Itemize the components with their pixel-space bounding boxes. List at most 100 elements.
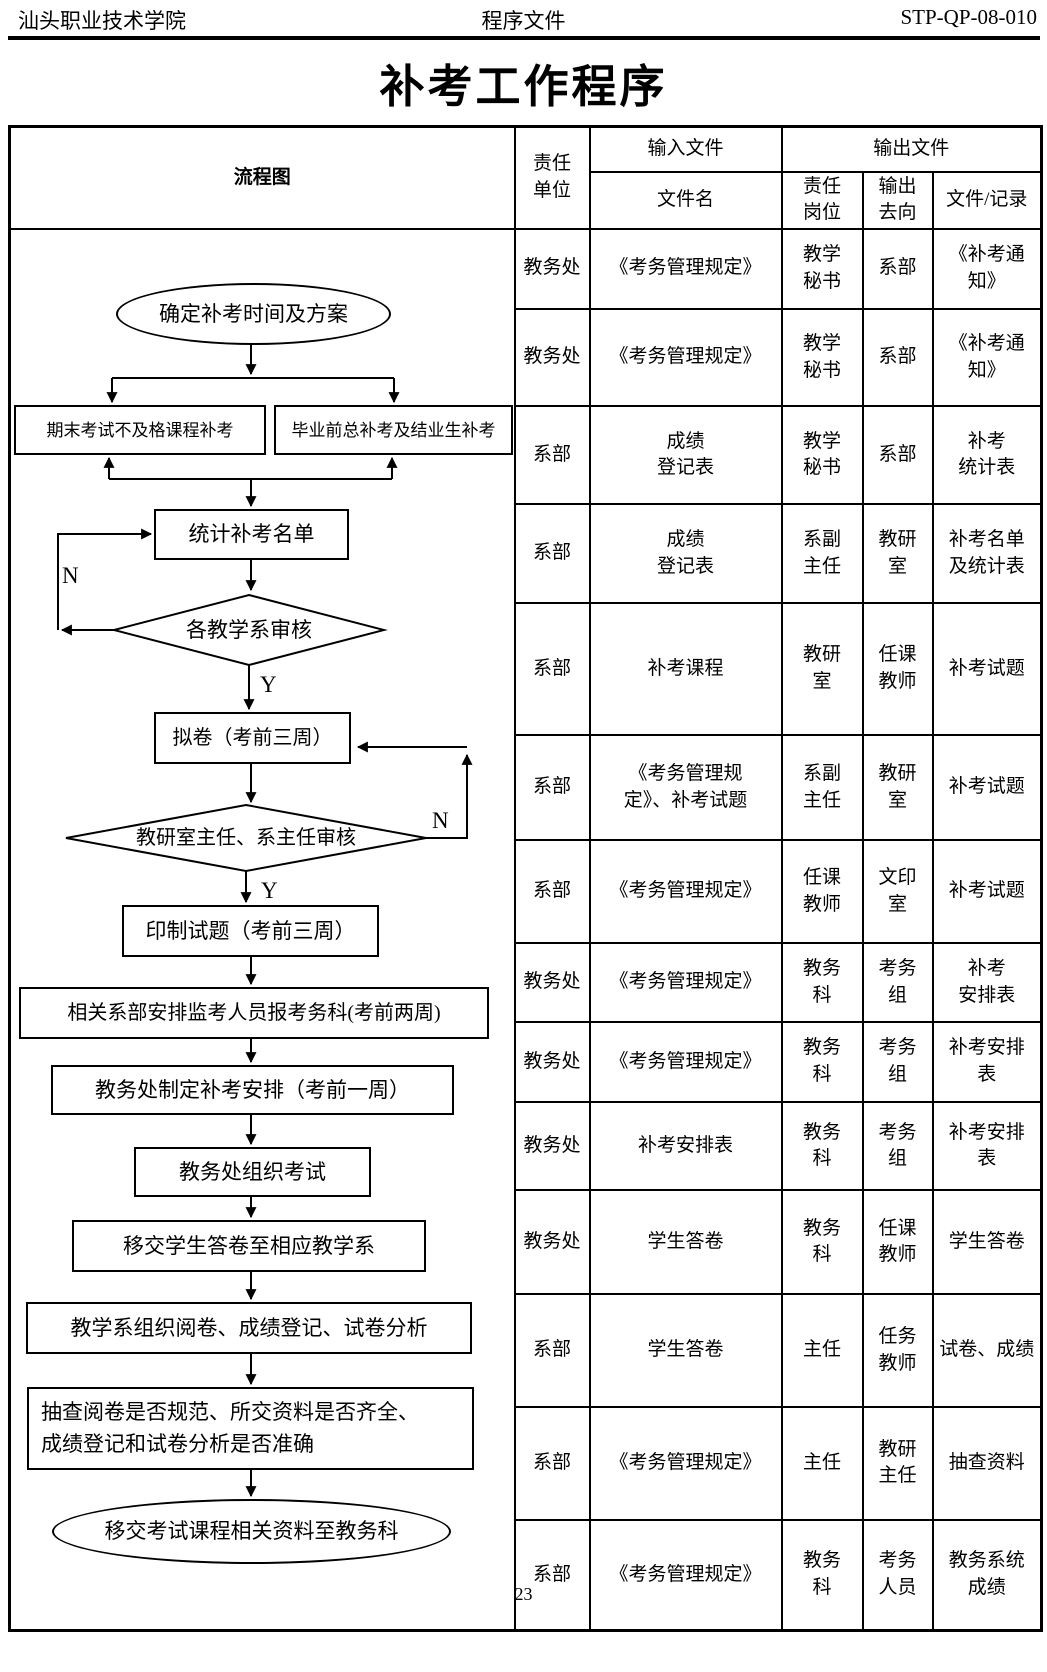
cell-file-record: 补考试题 xyxy=(931,839,1043,944)
cell-responsible-unit: 教务处 xyxy=(513,941,591,1024)
flow-node-organize-exam: 教务处组织考试 xyxy=(134,1147,371,1198)
no-label-1: N xyxy=(62,563,79,589)
flowchart-connectors xyxy=(57,345,473,1498)
cell-file-record: 补考安排 表 xyxy=(931,1101,1043,1192)
cell-responsible-post: 教学 秘书 xyxy=(780,405,864,506)
cell-file-record: 补考 统计表 xyxy=(931,405,1043,506)
cell-input-file: 学生答卷 xyxy=(588,1189,783,1296)
cell-file-record: 补考安排 表 xyxy=(931,1021,1043,1104)
flow-node-draft-paper: 拟卷（考前三周） xyxy=(154,712,351,765)
cell-input-file: 《考务管理规 定》、补考试题 xyxy=(588,734,783,842)
flow-decision-dept-review: 各教学系审核 xyxy=(186,617,312,642)
page-title: 补考工作程序 xyxy=(379,61,668,112)
flow-node-branch-right: 毕业前总补考及结业生补考 xyxy=(274,405,513,456)
cell-responsible-unit: 系部 xyxy=(513,734,591,842)
cell-input-file: 《考务管理规定》 xyxy=(588,1405,783,1522)
cell-output-destination: 系部 xyxy=(861,405,934,506)
cell-input-file: 成绩 登记表 xyxy=(588,405,783,506)
flow-node-spot-check: 抽查阅卷是否规范、所交资料是否齐全、 成绩登记和试卷分析是否准确 xyxy=(27,1387,474,1471)
flow-decision-director-review: 教研室主任、系主任审核 xyxy=(136,827,356,850)
cell-responsible-unit: 系部 xyxy=(513,839,591,944)
cell-file-record: 补考试题 xyxy=(931,734,1043,842)
cell-output-destination: 文印 室 xyxy=(861,839,934,944)
cell-output-destination: 教研 室 xyxy=(861,734,934,842)
cell-input-file: 补考安排表 xyxy=(588,1101,783,1192)
yes-label-1: Y xyxy=(260,672,277,698)
flow-node-print-paper: 印制试题（考前三周） xyxy=(122,905,379,958)
col-header-output-destination: 输出 去向 xyxy=(861,170,934,230)
col-header-file-record: 文件/记录 xyxy=(931,170,1043,230)
cell-file-record: 补考名单 及统计表 xyxy=(931,503,1043,604)
cell-input-file: 《考务管理规定》 xyxy=(588,1021,783,1104)
cell-input-file: 学生答卷 xyxy=(588,1293,783,1408)
cell-input-file: 《考务管理规定》 xyxy=(588,307,783,408)
cell-responsible-post: 教务 科 xyxy=(780,1021,864,1104)
cell-file-record: 补考试题 xyxy=(931,601,1043,737)
flow-node-end: 移交考试课程相关资料至教务科 xyxy=(52,1499,451,1565)
cell-responsible-post: 教务 科 xyxy=(780,941,864,1024)
cell-file-record: 《补考通 知》 xyxy=(931,307,1043,408)
cell-responsible-post: 教学 秘书 xyxy=(780,307,864,408)
cell-responsible-unit: 系部 xyxy=(513,503,591,604)
cell-output-destination: 系部 xyxy=(861,227,934,310)
flow-node-collect-list: 统计补考名单 xyxy=(154,509,349,561)
cell-responsible-post: 主任 xyxy=(780,1293,864,1408)
cell-responsible-unit: 系部 xyxy=(513,1293,591,1408)
cell-responsible-post: 任课 教师 xyxy=(780,839,864,944)
cell-input-file: 《考务管理规定》 xyxy=(588,941,783,1024)
page-number: 23 xyxy=(514,1584,533,1604)
cell-output-destination: 系部 xyxy=(861,307,934,408)
cell-responsible-unit: 系部 xyxy=(513,1519,591,1632)
cell-input-file: 成绩 登记表 xyxy=(588,503,783,604)
cell-output-destination: 考务 组 xyxy=(861,941,934,1024)
cell-output-destination: 考务 组 xyxy=(861,1021,934,1104)
cell-input-file: 补考课程 xyxy=(588,601,783,737)
cell-output-destination: 教研 主任 xyxy=(861,1405,934,1522)
cell-responsible-post: 系副 主任 xyxy=(780,734,864,842)
col-header-file-name: 文件名 xyxy=(588,170,783,230)
flow-node-make-schedule: 教务处制定补考安排（考前一周） xyxy=(51,1065,454,1116)
cell-responsible-post: 教务 科 xyxy=(780,1101,864,1192)
cell-responsible-unit: 教务处 xyxy=(513,1189,591,1296)
document-code: STP-QP-08-010 xyxy=(900,5,1037,29)
cell-output-destination: 任课 教师 xyxy=(861,601,934,737)
cell-input-file: 《考务管理规定》 xyxy=(588,1519,783,1632)
cell-responsible-post: 系副 主任 xyxy=(780,503,864,604)
cell-input-file: 《考务管理规定》 xyxy=(588,227,783,310)
cell-output-destination: 任课 教师 xyxy=(861,1189,934,1296)
cell-responsible-post: 教务 科 xyxy=(780,1519,864,1632)
cell-responsible-unit: 系部 xyxy=(513,1405,591,1522)
cell-file-record: 抽查资料 xyxy=(931,1405,1043,1522)
flow-node-start: 确定补考时间及方案 xyxy=(116,283,391,346)
header-divider xyxy=(8,36,1040,40)
cell-output-destination: 考务 组 xyxy=(861,1101,934,1192)
cell-responsible-unit: 系部 xyxy=(513,405,591,506)
cell-file-record: 补考 安排表 xyxy=(931,941,1043,1024)
cell-responsible-post: 主任 xyxy=(780,1405,864,1522)
yes-label-2: Y xyxy=(261,878,278,904)
flow-node-marking: 教学系组织阅卷、成绩登记、试卷分析 xyxy=(26,1302,472,1355)
cell-file-record: 学生答卷 xyxy=(931,1189,1043,1296)
cell-output-destination: 教研 室 xyxy=(861,503,934,604)
cell-responsible-post: 教务 科 xyxy=(780,1189,864,1296)
cell-file-record: 试卷、成绩 xyxy=(931,1293,1043,1408)
cell-responsible-unit: 教务处 xyxy=(513,227,591,310)
flowchart: 确定补考时间及方案 期末考试不及格课程补考 毕业前总补考及结业生补考 统计补考名… xyxy=(8,227,516,1632)
cell-output-destination: 任务 教师 xyxy=(861,1293,934,1408)
flow-node-transfer-papers: 移交学生答卷至相应教学系 xyxy=(72,1220,426,1273)
col-header-responsible-unit: 责任 单位 xyxy=(513,125,591,230)
cell-file-record: 教务系统 成绩 xyxy=(931,1519,1043,1632)
col-header-responsible-post: 责任 岗位 xyxy=(780,170,864,230)
cell-responsible-unit: 教务处 xyxy=(513,307,591,408)
document-type: 程序文件 xyxy=(481,9,566,33)
cell-responsible-post: 教研 室 xyxy=(780,601,864,737)
cell-responsible-unit: 教务处 xyxy=(513,1021,591,1104)
col-header-input-files: 输入文件 xyxy=(588,125,783,173)
procedure-table: 流程图 责任 单位 输入文件 输出文件 文件名 责任 岗位 输出 去向 文件/记… xyxy=(8,125,1044,1632)
flow-node-arrange-invigilators: 相关系部安排监考人员报考务科(考前两周) xyxy=(19,987,489,1040)
no-label-2: N xyxy=(432,808,449,834)
flowchart-area: 确定补考时间及方案 期末考试不及格课程补考 毕业前总补考及结业生补考 统计补考名… xyxy=(12,257,513,1601)
organization-name: 汕头职业技术学院 xyxy=(18,9,186,33)
cell-responsible-post: 教学 秘书 xyxy=(780,227,864,310)
